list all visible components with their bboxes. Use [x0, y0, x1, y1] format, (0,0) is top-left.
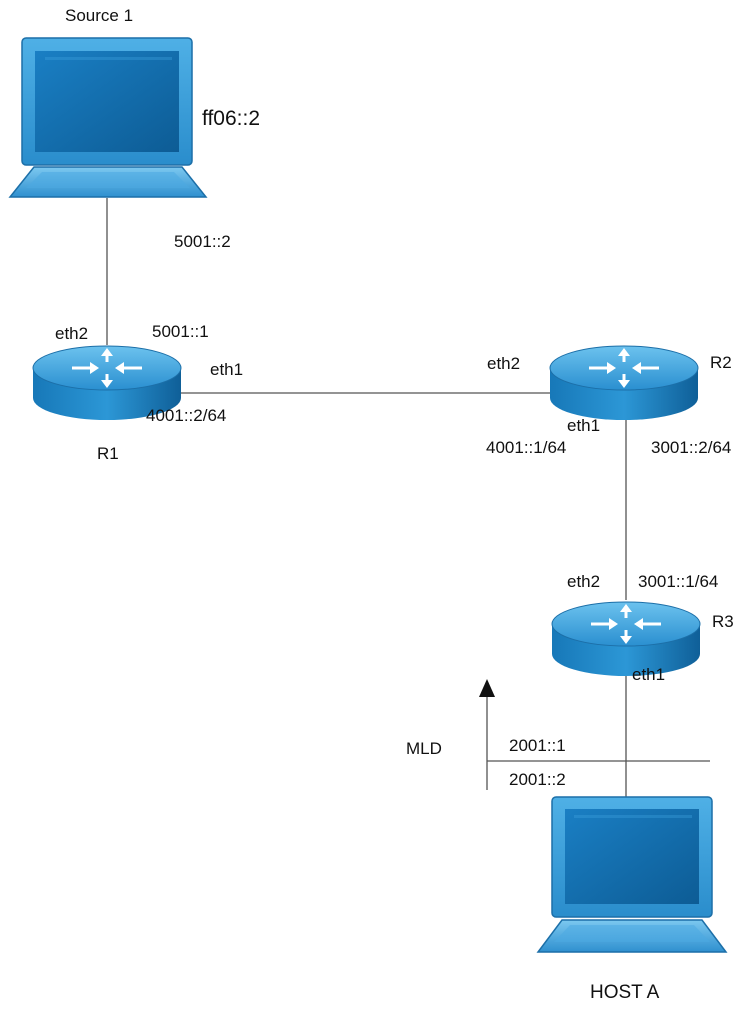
- host-label: HOST A: [590, 982, 660, 1003]
- r1-label: R1: [97, 444, 119, 463]
- host-address: 2001::2: [509, 770, 566, 789]
- r1-eth2-address: 5001::1: [152, 322, 209, 341]
- r3-eth1-label: eth1: [632, 665, 666, 684]
- source-address-label: ff06::2: [202, 107, 260, 130]
- mld-arrow-icon: [479, 679, 495, 697]
- r2-eth2-label: eth2: [487, 354, 521, 373]
- host-laptop-icon: [536, 796, 728, 953]
- r1-eth1-address: 4001::2/64: [146, 406, 227, 425]
- mld-label: MLD: [406, 739, 442, 758]
- r3-router-icon: [551, 601, 701, 676]
- r2-router-icon: [549, 345, 699, 420]
- r2-eth1-label: eth1: [567, 416, 601, 435]
- r2-label: R2: [710, 353, 732, 372]
- r1-router-icon: [32, 345, 182, 420]
- r3-eth2-address: 3001::1/64: [638, 572, 719, 591]
- r3-label: R3: [712, 612, 734, 631]
- r3-eth1-address: 2001::1: [509, 736, 566, 755]
- source-laptop-icon: [8, 37, 208, 198]
- r2-r3-address-right: 3001::2/64: [651, 438, 732, 457]
- r1-eth1-label: eth1: [210, 360, 244, 379]
- r1-eth2-label: eth2: [55, 324, 89, 343]
- source-label: Source 1: [65, 6, 134, 25]
- r3-eth2-label: eth2: [567, 572, 601, 591]
- r2-eth1-address: 4001::1/64: [486, 438, 567, 457]
- links: [106, 198, 710, 797]
- source-r1-source-address: 5001::2: [174, 232, 231, 251]
